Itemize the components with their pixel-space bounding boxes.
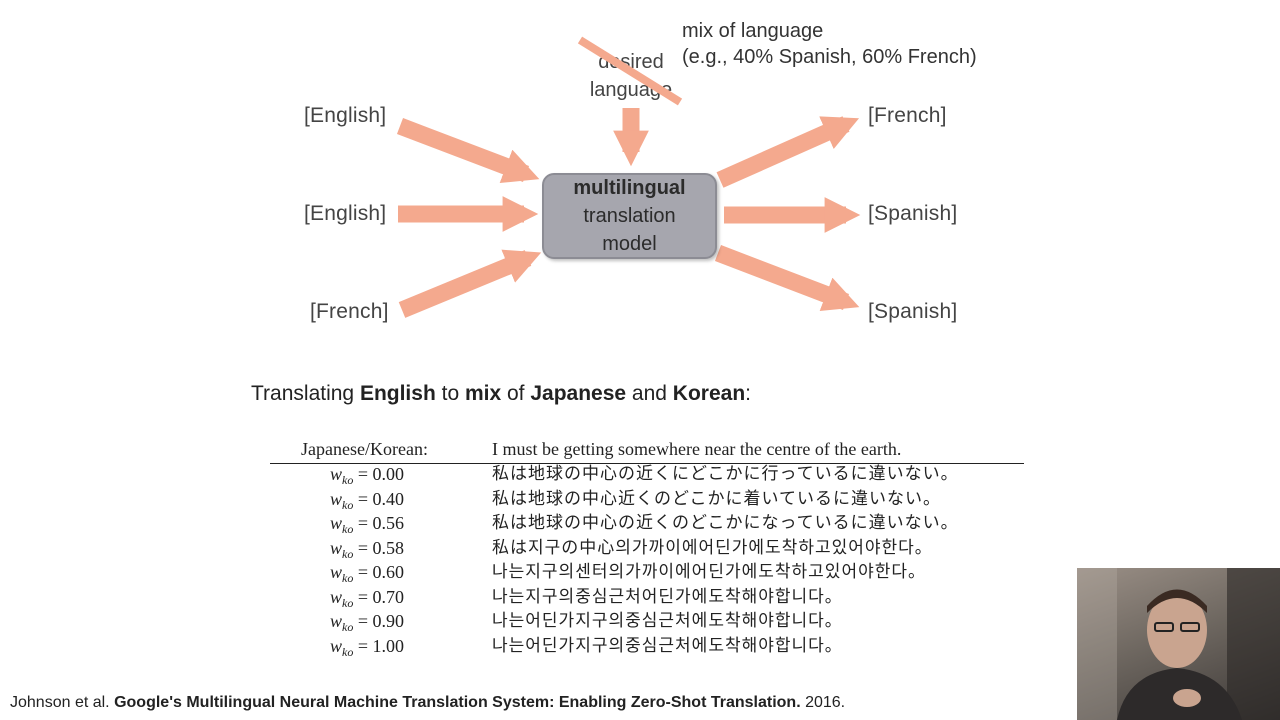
output-label-1: [French] bbox=[868, 104, 947, 127]
mix-of-language-note: mix of language (e.g., 40% Spanish, 60% … bbox=[682, 18, 977, 70]
translation-output: 私は地球の中心近くのどこかに着いているに違いない。 bbox=[492, 488, 941, 509]
diagram-arrows bbox=[396, 108, 861, 318]
weight-subscript: ko bbox=[342, 571, 354, 585]
weight-value: = 1.00 bbox=[357, 635, 404, 656]
weight-label: wko = 0.90 bbox=[330, 609, 460, 634]
weight-subscript: ko bbox=[342, 595, 354, 610]
weight-symbol: w bbox=[330, 611, 343, 631]
model-label-line1: multilingual bbox=[573, 177, 686, 199]
heading-text-1: Translating bbox=[251, 382, 360, 405]
citation-year: 2016. bbox=[800, 694, 846, 711]
heading-bold-korean: Korean bbox=[672, 382, 746, 405]
presenter-video-icon bbox=[1077, 568, 1280, 720]
section-heading: Translating English to mix of Japanese a… bbox=[251, 382, 751, 406]
weight-subscript: ko bbox=[342, 473, 354, 487]
weight-label: wko = 0.40 bbox=[330, 487, 460, 512]
model-label-line2: translation bbox=[583, 205, 676, 227]
translation-output: 나는지구의중심근처어딘가에도착해야합니다。 bbox=[492, 586, 843, 607]
table-rule bbox=[270, 463, 1024, 464]
heading-bold-japanese: Japanese bbox=[530, 382, 627, 405]
weight-value: = 0.90 bbox=[357, 611, 404, 631]
desired-label-line1: desired bbox=[598, 51, 664, 73]
heading-bold-english: English bbox=[359, 382, 436, 405]
weight-subscript: ko bbox=[342, 522, 354, 536]
output-label-3: [Spanish] bbox=[868, 300, 958, 323]
heading-text-5: : bbox=[745, 382, 751, 405]
table-header-left: Japanese/Korean: bbox=[301, 439, 428, 459]
heading-text-2: to bbox=[435, 382, 465, 405]
weight-label: wko = 0.58 bbox=[330, 536, 460, 561]
weight-subscript: ko bbox=[342, 546, 354, 561]
translation-output: 私は地球の中心の近くのどこかになっているに違いない。 bbox=[492, 513, 959, 533]
presenter-webcam bbox=[1077, 568, 1280, 720]
arrow-output-3 bbox=[714, 245, 860, 312]
weight-subscript: ko bbox=[342, 497, 354, 512]
strikethrough-mark bbox=[577, 36, 683, 106]
translation-model-box: multilingual translation model bbox=[542, 173, 717, 259]
heading-bold-mix: mix bbox=[464, 382, 502, 405]
weight-label: wko = 0.60 bbox=[330, 560, 460, 585]
weight-symbol: w bbox=[330, 464, 343, 484]
weight-value: = 0.00 bbox=[357, 464, 404, 484]
arrow-output-1 bbox=[716, 116, 860, 188]
weight-value: = 0.70 bbox=[357, 586, 404, 607]
heading-text-4: and bbox=[626, 382, 673, 405]
citation: Johnson et al. Google's Multilingual Neu… bbox=[10, 694, 845, 712]
citation-title: Google's Multilingual Neural Machine Tra… bbox=[114, 694, 801, 711]
weight-value: = 0.58 bbox=[357, 537, 404, 558]
weight-subscript: ko bbox=[342, 620, 354, 634]
weight-symbol: w bbox=[330, 586, 343, 607]
mix-note-line1: mix of language bbox=[682, 20, 824, 42]
weight-subscript: ko bbox=[342, 644, 354, 659]
input-label-3: [French] bbox=[310, 300, 389, 323]
weight-symbol: w bbox=[330, 537, 343, 558]
arrow-input-1 bbox=[396, 118, 540, 184]
weight-label: wko = 0.00 bbox=[330, 462, 460, 487]
weight-label: wko = 0.70 bbox=[330, 585, 460, 610]
weight-value: = 0.56 bbox=[357, 513, 404, 533]
weight-symbol: w bbox=[330, 488, 343, 509]
output-label-2: [Spanish] bbox=[868, 202, 958, 225]
input-label-1: [English] bbox=[304, 104, 387, 127]
translation-output: 私は지구の中心의가까이에어딘가에도착하고있어야한다。 bbox=[492, 537, 933, 558]
arrow-input-3 bbox=[398, 249, 542, 318]
weight-value: = 0.40 bbox=[357, 488, 404, 509]
model-label-line3: model bbox=[602, 233, 657, 255]
input-label-2: [English] bbox=[304, 202, 387, 225]
translation-output: 나는지구의센터의가까이에어딘가에도착하고있어야한다。 bbox=[492, 562, 926, 582]
table-header-right: I must be getting somewhere near the cen… bbox=[492, 439, 902, 459]
translation-output: 나는어딘가지구의중심근처에도착해야합니다。 bbox=[492, 611, 843, 631]
translation-output: 私は地球の中心の近くにどこかに行っているに違いない。 bbox=[492, 464, 959, 484]
heading-text-3: of bbox=[501, 382, 531, 405]
translation-output: 나는어딘가지구의중심근처에도착해야합니다。 bbox=[492, 635, 843, 656]
weight-symbol: w bbox=[330, 513, 343, 533]
weight-symbol: w bbox=[330, 635, 343, 656]
weight-value: = 0.60 bbox=[357, 562, 404, 582]
weight-label: wko = 0.56 bbox=[330, 511, 460, 536]
citation-authors: Johnson et al. bbox=[10, 694, 115, 711]
weight-label: wko = 1.00 bbox=[330, 634, 460, 659]
mix-note-line2: (e.g., 40% Spanish, 60% French) bbox=[682, 46, 977, 68]
weight-symbol: w bbox=[330, 562, 343, 582]
